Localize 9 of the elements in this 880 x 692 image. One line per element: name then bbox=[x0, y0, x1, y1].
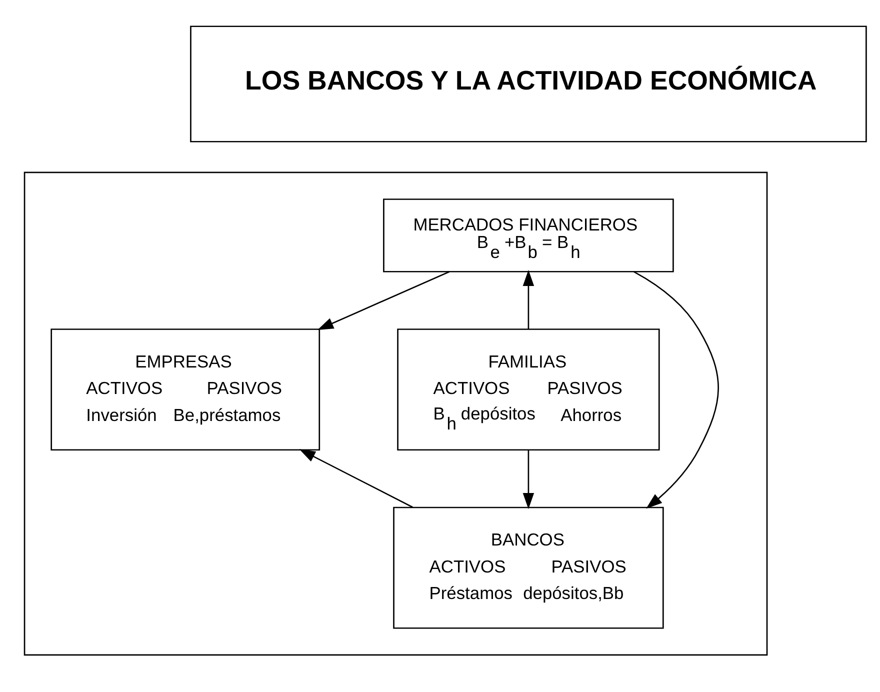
node-box: EMPRESAS ACTIVOS PASIVOS Inversión Be,préstamos bbox=[50, 328, 320, 451]
arrow bbox=[634, 271, 719, 509]
cluster bbox=[24, 172, 768, 656]
arrow bbox=[317, 271, 450, 330]
arrow bbox=[299, 449, 413, 508]
node-box: BANCOS ACTIVOS PASIVOS Préstamos depósitos,Bb bbox=[393, 506, 664, 629]
node-box: LOS BANCOS Y LA ACTIVIDAD ECONÓMICA bbox=[190, 26, 867, 142]
arrow bbox=[522, 450, 534, 510]
arrow bbox=[522, 270, 534, 329]
